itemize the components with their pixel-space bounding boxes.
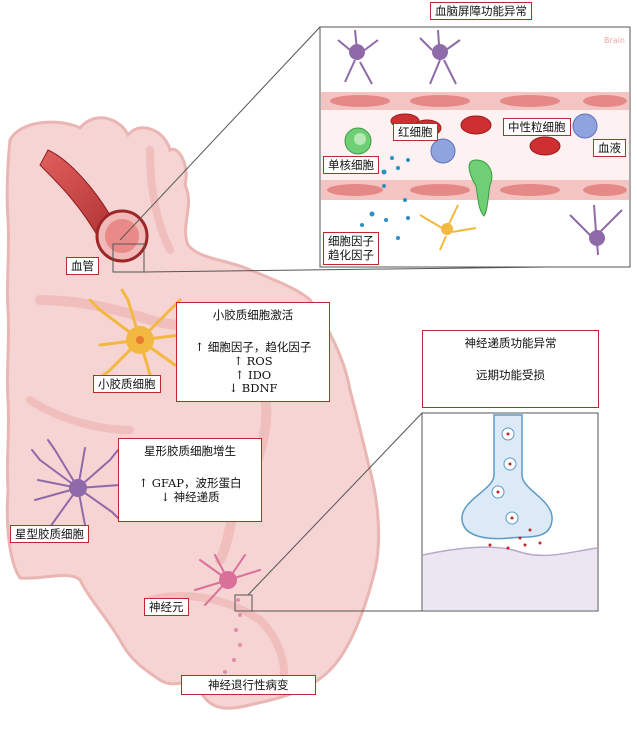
blood-vessel-icon	[39, 149, 149, 273]
label-cytokines-line2: 趋化因子	[328, 248, 374, 263]
label-rbc: 红细胞	[393, 123, 438, 142]
neuro-panel-subtitle: 远期功能受损	[476, 368, 545, 382]
microglia-cell-icon	[88, 288, 182, 380]
astrocyte-proliferation-panel: 星形胶质细胞增生 ↑ GFAP，波形蛋白 ↓ 神经递质	[118, 438, 262, 522]
microglia-activation-panel: 小胶质细胞激活 ↑ 细胞因子，趋化因子 ↑ ROS ↑ IDO ↓ BDNF	[176, 302, 330, 402]
label-neurodegeneration: 神经退行性病变	[181, 675, 316, 696]
neutrophil-icon	[430, 138, 456, 164]
microglia-panel-line: ↓ BDNF	[228, 381, 278, 396]
inset-microglia-icon	[419, 204, 477, 251]
astrocyte-cell-icon	[31, 439, 121, 531]
microglia-panel-line: ↑ ROS	[233, 353, 273, 368]
microglia-panel-line: ↑ 细胞因子，趋化因子	[194, 340, 312, 354]
label-monocyte: 单核细胞	[323, 156, 379, 175]
microglia-panel-title: 小胶质细胞激活	[212, 308, 294, 322]
label-vessel: 血管	[66, 257, 99, 276]
neuro-panel-title: 神经递质功能异常	[464, 336, 557, 350]
neurotransmitter-dysfunction-panel: 神经递质功能异常 远期功能受损	[422, 330, 599, 408]
neuron-cell-icon	[194, 554, 261, 674]
astrocyte-panel-line: ↑ GFAP，波形蛋白	[138, 476, 242, 490]
label-neuron: 神经元	[144, 598, 189, 617]
label-neutrophil: 中性粒细胞	[503, 118, 571, 137]
label-blood: 血液	[593, 139, 626, 158]
label-microglia: 小胶质细胞	[93, 375, 161, 394]
cytokine-dots	[360, 156, 410, 240]
synapse-inset	[421, 412, 599, 612]
astrocyte-panel-title: 星形胶质细胞增生	[144, 444, 236, 458]
label-cytokines-line1: 细胞因子	[328, 234, 374, 248]
brand-mark: Brain	[604, 36, 625, 45]
microglia-panel-line: ↑ IDO	[234, 367, 272, 382]
bbb-title: 血脑屏障功能异常	[430, 2, 532, 21]
label-cytokines: 细胞因子 趋化因子	[323, 232, 379, 265]
bbb-inset	[319, 26, 631, 268]
label-astrocyte: 星型胶质细胞	[10, 525, 89, 544]
astrocyte-panel-line: ↓ 神经递质	[160, 489, 220, 504]
